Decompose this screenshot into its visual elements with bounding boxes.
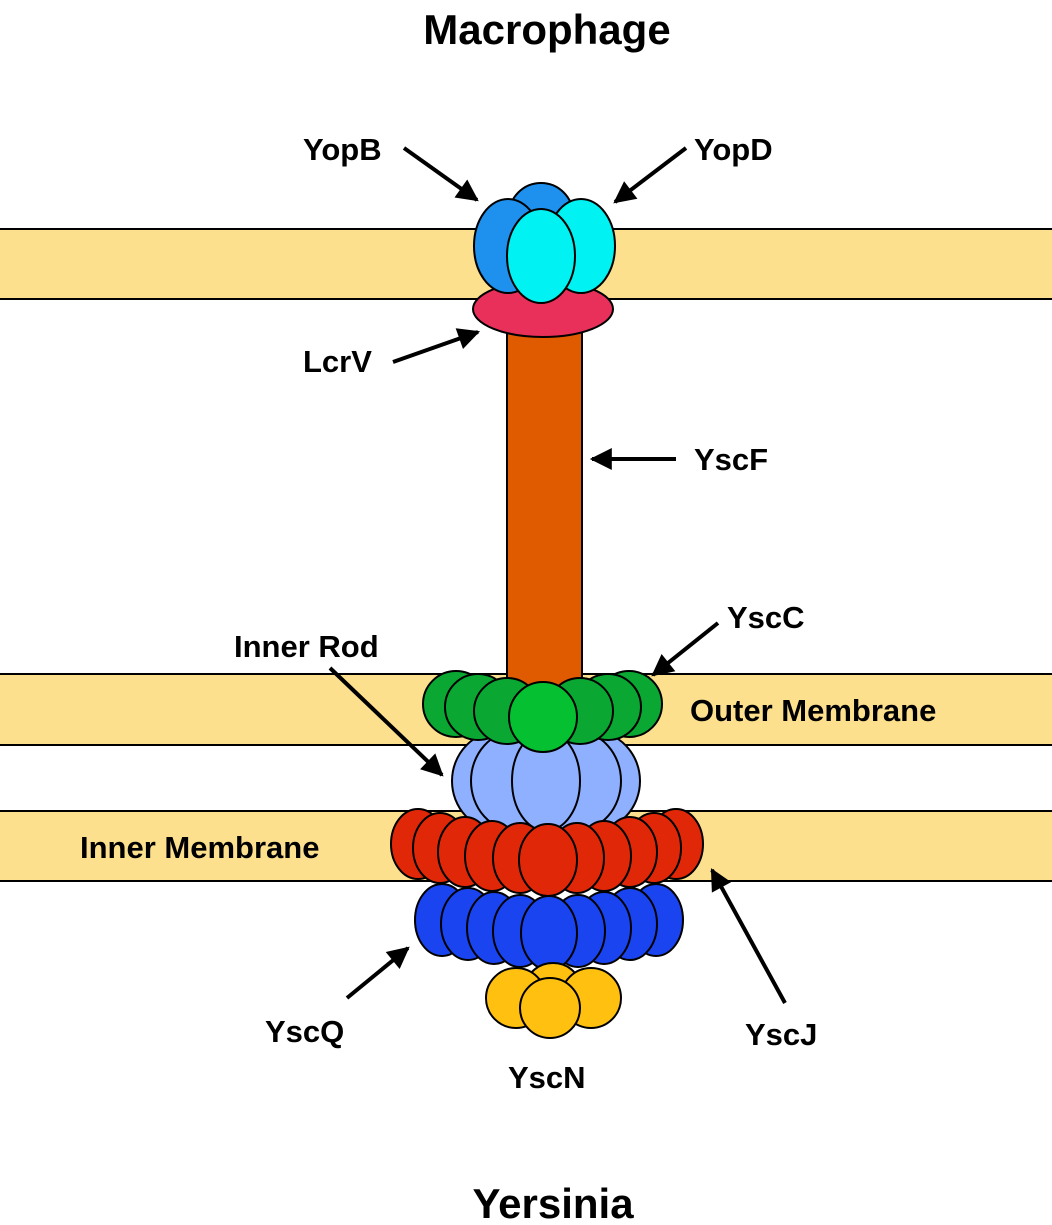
yscn-label: YscN [508, 1060, 586, 1095]
yscc-subunit [509, 682, 577, 752]
yscq-subunit [521, 896, 577, 970]
yopd-subunit [507, 209, 575, 303]
yopd-arrow [615, 148, 686, 202]
yscn-subunit [520, 978, 580, 1038]
yersinia-title: Yersinia [472, 1180, 634, 1225]
outer-membrane-label: Outer Membrane [690, 693, 936, 728]
yscj-label: YscJ [745, 1017, 817, 1052]
inner-rod-label: Inner Rod [234, 629, 379, 664]
yscj-arrow [712, 870, 785, 1003]
yscc-label: YscC [727, 600, 805, 635]
yscn-atpase [486, 963, 621, 1038]
yopd-label: YopD [694, 132, 773, 167]
macrophage-title: Macrophage [423, 6, 670, 53]
yscq-label: YscQ [265, 1014, 344, 1049]
yscq-arrow [347, 948, 408, 998]
lcrv-arrow [393, 332, 478, 362]
yopb-arrow [404, 148, 477, 200]
yscj-subunit [519, 824, 577, 896]
yscc-arrow [653, 623, 718, 675]
translocon-pore [474, 183, 615, 303]
yopb-label: YopB [303, 132, 382, 167]
yscf-label: YscF [694, 442, 768, 477]
yscf-needle [507, 315, 582, 688]
inner-membrane-label: Inner Membrane [80, 830, 319, 865]
lcrv-label: LcrV [303, 344, 372, 379]
